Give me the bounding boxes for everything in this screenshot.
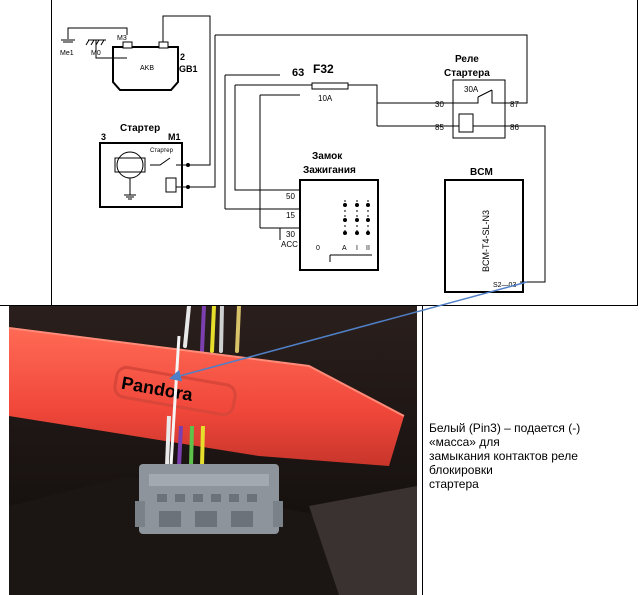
- label-gb1-num: 2: [180, 52, 185, 62]
- label-relay-title-1: Реле: [455, 54, 479, 65]
- label-relay-pin-85: 85: [435, 123, 444, 132]
- label-ign-acc: ACC: [281, 240, 298, 249]
- label-starter-inner: Стартер: [150, 148, 174, 154]
- label-ign-30: 30: [286, 230, 295, 239]
- label-relay-pin-87: 87: [510, 100, 519, 109]
- label-bcm-part: BCM-T4-SL-N3: [481, 210, 491, 272]
- label-fuse-num: 63: [292, 67, 304, 79]
- label-bcm-title: BCM: [470, 167, 493, 178]
- label-relay-title-2: Стартера: [444, 68, 490, 79]
- label-m3: M3: [117, 35, 127, 42]
- caption-line-4: блокировки: [429, 463, 493, 477]
- frame-left-line: [51, 0, 52, 306]
- label-gb1: GB1: [179, 64, 198, 74]
- label-ign-pos-1: I: [356, 245, 358, 252]
- label-relay-pin-30: 30: [435, 100, 444, 109]
- caption-line-5: стартера: [429, 477, 479, 491]
- label-ign-15: 15: [286, 211, 295, 220]
- frame-mid-line: [422, 306, 423, 595]
- label-starter-title: Стартер: [120, 123, 160, 134]
- caption-text: Белый (Pin3) – подается (-) «масса» для …: [429, 421, 629, 491]
- caption-line-1: Белый (Pin3) – подается (-): [429, 421, 581, 435]
- frame-right-line: [637, 0, 638, 306]
- label-fuse-rating: 10A: [318, 94, 333, 103]
- label-ign-pos-2: II: [366, 245, 370, 252]
- label-ign-pos-a: A: [342, 245, 347, 252]
- label-ign-50: 50: [286, 192, 295, 201]
- label-starter-ref: M1: [168, 132, 181, 142]
- label-akb: AKB: [140, 65, 154, 72]
- label-fuse-name: F32: [313, 62, 334, 76]
- label-m0: M0: [91, 50, 101, 57]
- label-relay-pin-86: 86: [510, 123, 519, 132]
- label-ign-title-2: Зажигания: [303, 165, 356, 176]
- wiring-diagram: Me1 M0 M3 AKB 2 GB1 63 F32 10A Реле Стар…: [60, 15, 546, 293]
- label-ign-pos-0: 0: [316, 245, 320, 252]
- connector-photo: Pandora: [9, 306, 417, 595]
- label-me1: Me1: [60, 50, 74, 57]
- label-starter-num: 3: [101, 132, 106, 142]
- label-bcm-pin: S2—03: [493, 282, 516, 289]
- label-ign-title-1: Замок: [312, 151, 343, 162]
- caption-line-2: «масса» для: [429, 435, 500, 449]
- label-relay-rating: 30A: [464, 85, 479, 94]
- caption-line-3: замыкания контактов реле: [429, 449, 578, 463]
